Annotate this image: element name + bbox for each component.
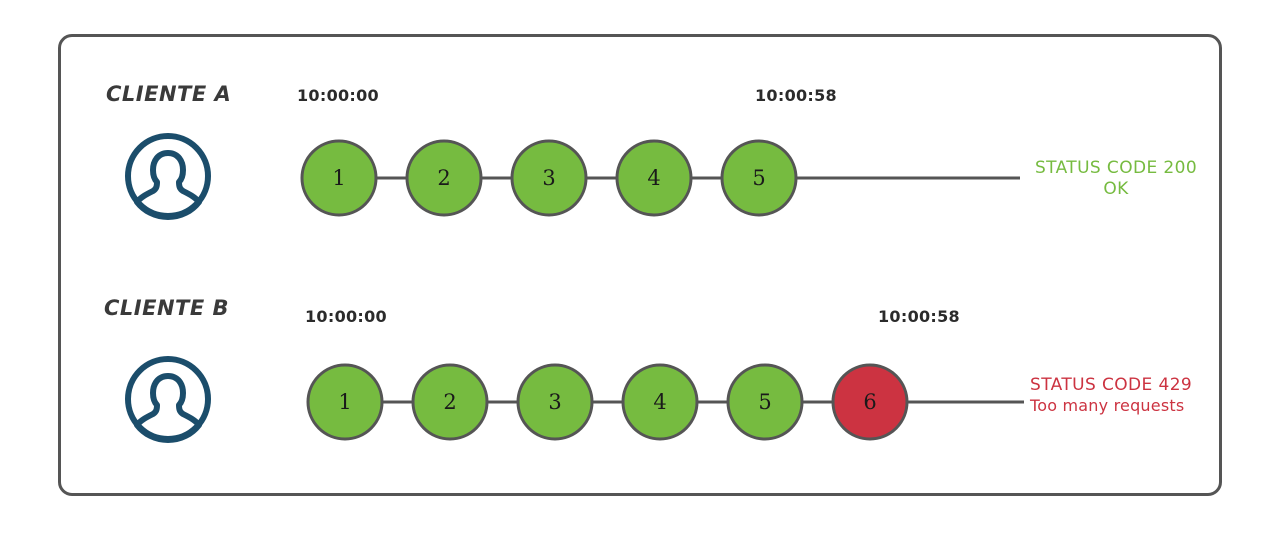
request-node-number: 4 [647, 166, 660, 190]
request-node[interactable]: 2 [411, 363, 489, 441]
request-node[interactable]: 1 [306, 363, 384, 441]
request-node[interactable]: 1 [300, 139, 378, 217]
user-avatar-icon [123, 131, 213, 221]
client-label-b: CLIENTE B [104, 296, 230, 320]
request-node-blocked[interactable]: 6 [831, 363, 909, 441]
status-text-b: Too many requests [1030, 396, 1185, 416]
request-chain-a: 1 2 3 4 5 [300, 139, 1020, 217]
timestamp-start-a: 10:00:00 [297, 86, 379, 105]
request-node[interactable]: 2 [405, 139, 483, 217]
request-node-number: 3 [548, 390, 561, 414]
timestamp-start-b: 10:00:00 [305, 307, 387, 326]
request-node[interactable]: 4 [615, 139, 693, 217]
status-code-a: STATUS CODE 200 [1034, 158, 1198, 178]
request-node-number: 5 [758, 390, 771, 414]
request-node[interactable]: 5 [726, 363, 804, 441]
status-badge-b: STATUS CODE 429 Too many requests [1030, 375, 1230, 416]
request-node[interactable]: 3 [510, 139, 588, 217]
status-badge-a: STATUS CODE 200 OK [1028, 158, 1204, 201]
user-avatar-icon [123, 354, 213, 444]
status-code-b: STATUS CODE 429 [1030, 375, 1193, 395]
request-node-number: 1 [332, 166, 345, 190]
client-label-a: CLIENTE A [106, 82, 232, 106]
request-node-number: 5 [752, 166, 765, 190]
request-chain-b: 1 2 3 4 5 6 [306, 363, 1024, 441]
timestamp-end-a: 10:00:58 [755, 86, 837, 105]
status-text-a: OK [1103, 179, 1129, 200]
request-node-number: 2 [443, 390, 456, 414]
request-node-number: 6 [863, 390, 876, 414]
request-node[interactable]: 4 [621, 363, 699, 441]
timestamp-end-b: 10:00:58 [878, 307, 960, 326]
request-node-number: 4 [653, 390, 666, 414]
request-node-number: 3 [542, 166, 555, 190]
request-node[interactable]: 5 [720, 139, 798, 217]
request-node[interactable]: 3 [516, 363, 594, 441]
request-node-number: 1 [338, 390, 351, 414]
request-node-number: 2 [437, 166, 450, 190]
